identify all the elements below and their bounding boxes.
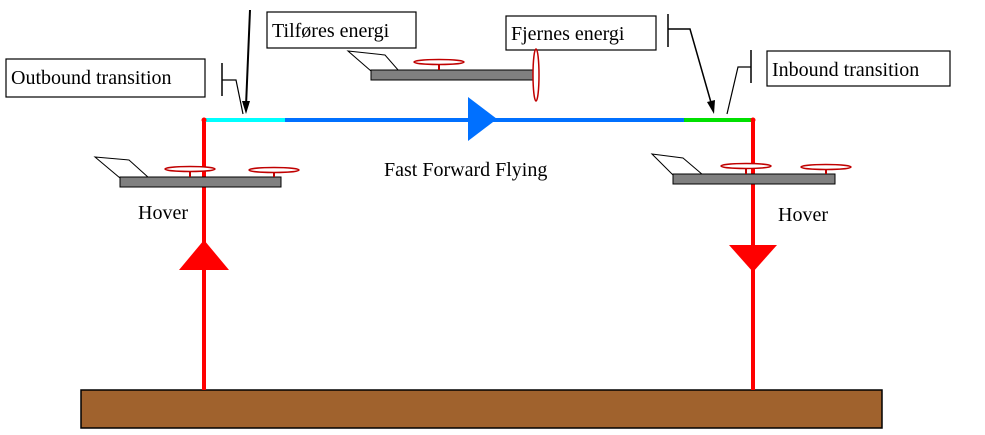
ground	[80, 389, 883, 429]
fast-forward-flying-label: Fast Forward Flying	[384, 159, 547, 181]
fjernes-energi-label: Fjernes energi	[511, 23, 625, 45]
aircraft-forward-flight-icon	[346, 48, 540, 102]
inbound-transition-box	[766, 50, 951, 87]
aircraft-hover-right-icon	[650, 153, 852, 185]
hover-right-label: Hover	[778, 204, 828, 226]
tilfores-energi-box	[266, 11, 417, 49]
fjernes-energi-box	[505, 15, 657, 51]
energy-out-pointer-line	[668, 28, 713, 107]
outbound-pointer-line	[222, 79, 244, 115]
down-arrow-icon	[729, 245, 777, 272]
inbound-transition-label: Inbound transition	[772, 59, 919, 81]
path-joint-right	[750, 117, 756, 123]
tilfores-energi-label: Tilføres energi	[272, 20, 390, 42]
outbound-transition-box	[5, 58, 206, 98]
energy-in-pointer-line	[245, 9, 251, 107]
energy-in-arrowhead	[242, 101, 250, 114]
outbound-transition-label: Outbound transition	[11, 67, 172, 89]
path-joint-left	[201, 117, 207, 123]
aircraft-hover-left-icon	[93, 156, 300, 188]
energy-out-arrowhead	[707, 100, 715, 114]
hover-left-label: Hover	[138, 202, 188, 224]
up-arrow-icon	[179, 240, 229, 270]
inbound-pointer-line	[726, 66, 751, 115]
right-arrow-icon	[468, 97, 497, 141]
